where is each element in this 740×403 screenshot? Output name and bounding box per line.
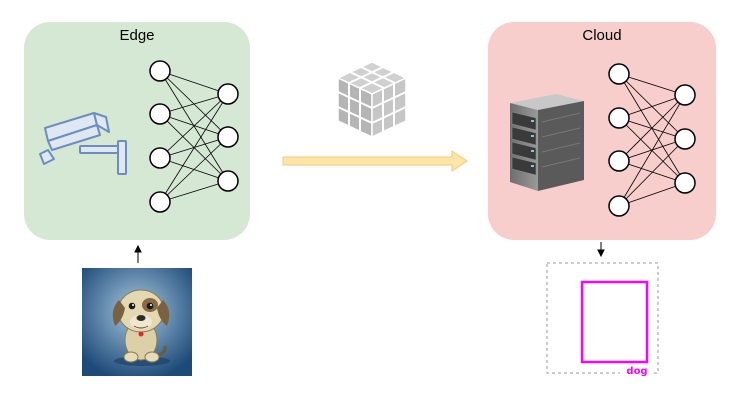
server-rack-icon (510, 94, 584, 191)
cloud-title: Cloud (582, 27, 622, 44)
security-camera-icon (39, 112, 127, 175)
bounding-box (580, 280, 649, 364)
dog-image (82, 268, 192, 376)
input-arrow (134, 244, 142, 263)
cloud-neural-network (608, 63, 696, 217)
detection-label: dog (620, 366, 654, 377)
output-arrow (597, 242, 605, 258)
tensor-cube-icon (336, 61, 408, 139)
output-frame (546, 262, 659, 374)
edge-neural-network (149, 60, 239, 213)
edge-title: Edge (119, 27, 155, 44)
transfer-arrow (282, 150, 468, 172)
